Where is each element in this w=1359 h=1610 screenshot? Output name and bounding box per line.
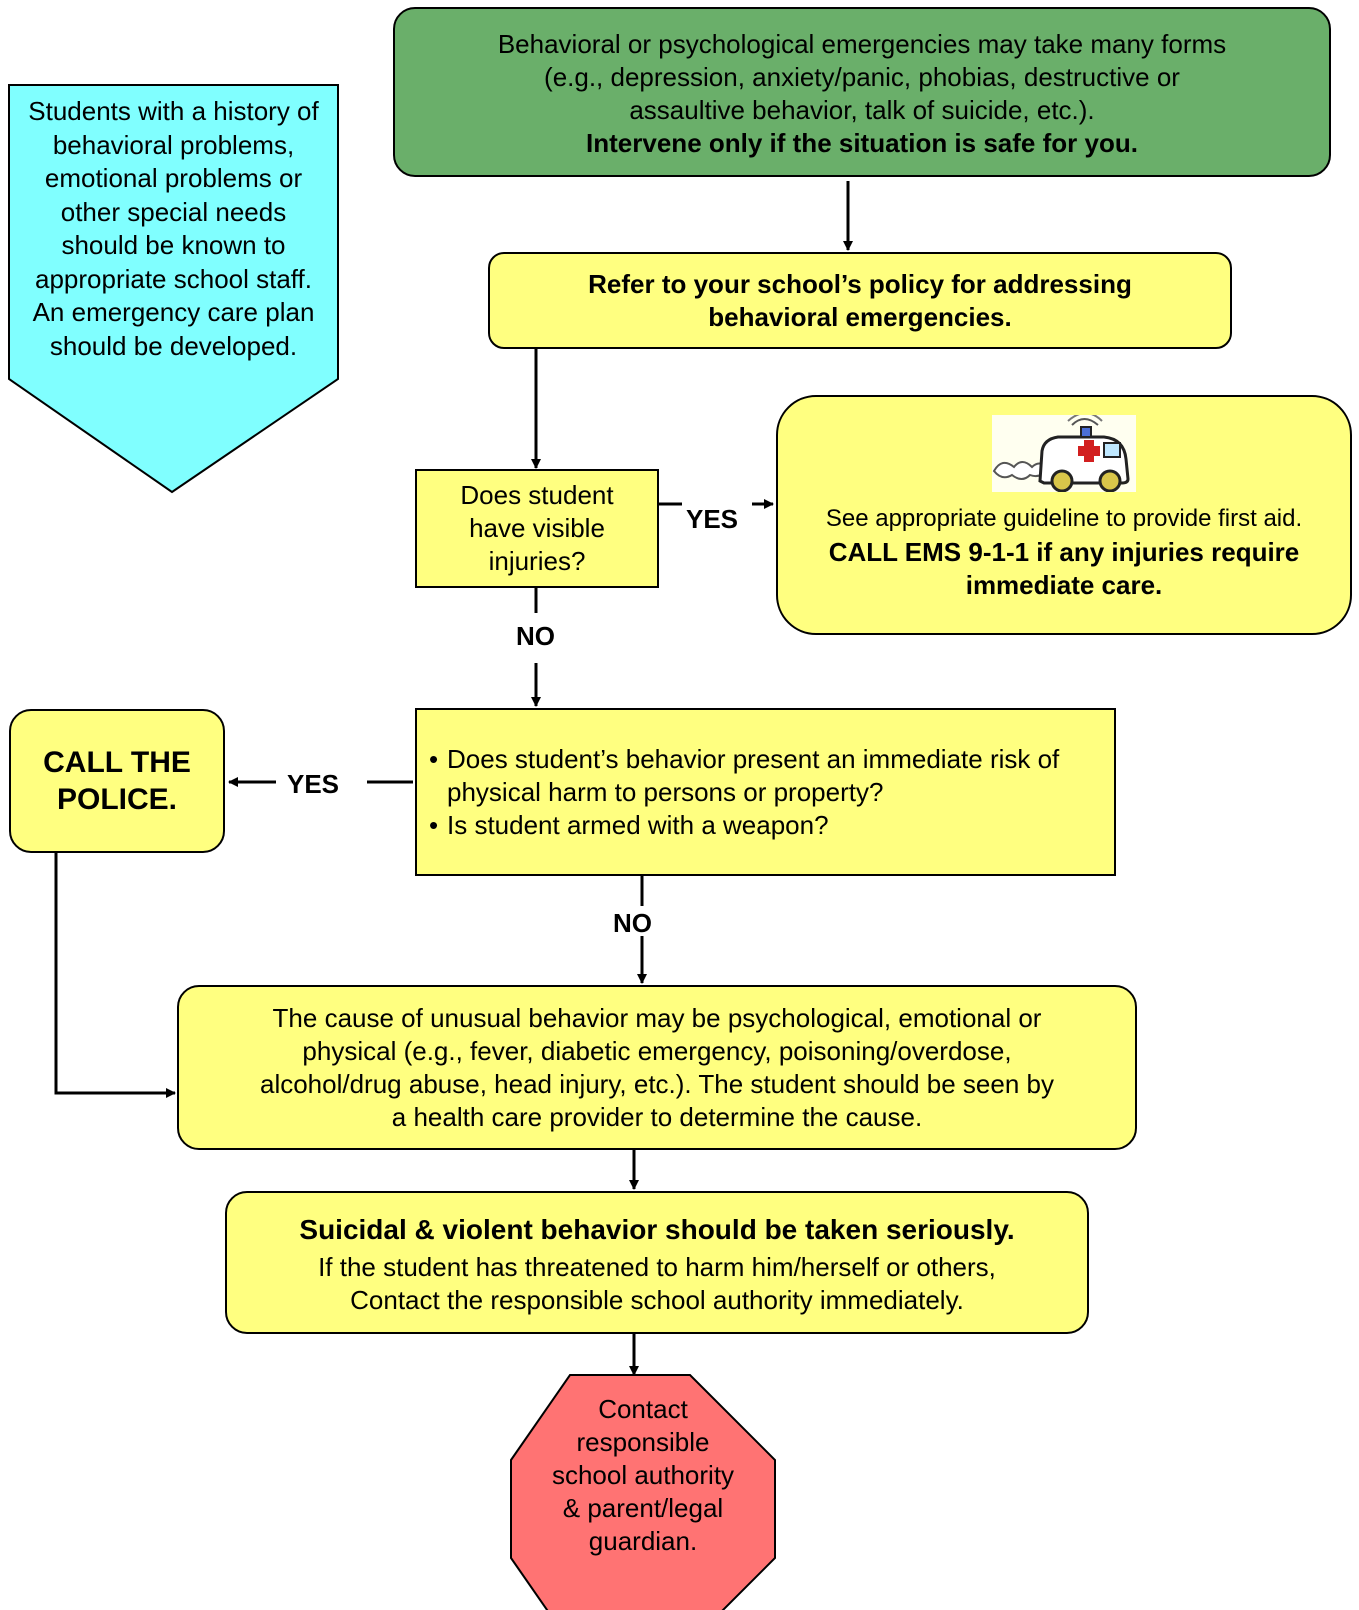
ambulance-icon xyxy=(992,412,1136,493)
injuries-question-line-2: have visible xyxy=(469,513,605,543)
risk-question-item-2: Is student armed with a weapon? xyxy=(427,809,1104,842)
yes-risk-label: YES xyxy=(287,769,340,799)
risk-question-list: Does student’s behavior present an immed… xyxy=(427,743,1104,842)
yes-injuries-label: YES xyxy=(686,504,739,534)
no-risk-label: NO xyxy=(613,908,652,938)
side-note-text: Students with a history of behavioral pr… xyxy=(28,96,319,361)
police-box: CALL THE POLICE. xyxy=(9,709,225,853)
serious-title: Suicidal & violent behavior should be ta… xyxy=(299,1213,1015,1245)
cause-line-1: The cause of unusual behavior may be psy… xyxy=(272,1002,1042,1033)
stop-sign-shape xyxy=(510,1374,776,1610)
first-aid-emphasis-2: immediate care. xyxy=(965,570,1163,600)
side-note: Students with a history of behavioral pr… xyxy=(22,95,325,363)
cause-line-4: a health care provider to determine the … xyxy=(391,1101,923,1132)
policy-line-2: behavioral emergencies. xyxy=(708,301,1012,332)
injuries-question-box: Does student have visible injuries? xyxy=(415,469,659,588)
cause-box: The cause of unusual behavior may be psy… xyxy=(177,985,1137,1150)
serious-box: Suicidal & violent behavior should be ta… xyxy=(225,1191,1089,1334)
start-line-2: (e.g., depression, anxiety/panic, phobia… xyxy=(544,62,1180,92)
police-line-1: CALL THE xyxy=(43,746,191,779)
first-aid-text: See appropriate guideline to provide fir… xyxy=(825,505,1303,532)
serious-line-1: If the student has threatened to harm hi… xyxy=(318,1251,996,1282)
start-emphasis: Intervene only if the situation is safe … xyxy=(586,128,1138,158)
start-line-1: Behavioral or psychological emergencies … xyxy=(497,29,1227,59)
final-line-5: guardian. xyxy=(588,1526,698,1556)
first-aid-box: See appropriate guideline to provide fir… xyxy=(776,395,1352,635)
arrow-police-to-cause xyxy=(54,852,176,1098)
risk-question-box: Does student’s behavior present an immed… xyxy=(415,708,1116,876)
final-line-4: & parent/legal xyxy=(562,1493,724,1523)
injuries-question-line-1: Does student xyxy=(460,480,614,510)
cause-line-2: physical (e.g., fever, diabetic emergenc… xyxy=(302,1035,1012,1066)
final-line-1: Contact xyxy=(598,1394,688,1424)
policy-box: Refer to your school’s policy for addres… xyxy=(488,252,1232,349)
side-note-shape xyxy=(8,84,339,494)
start-line-3: assaultive behavior, talk of suicide, et… xyxy=(629,95,1095,125)
serious-line-2: Contact the responsible school authority… xyxy=(350,1284,964,1315)
policy-line-1: Refer to your school’s policy for addres… xyxy=(588,268,1132,299)
final-step: Contact responsible school authority & p… xyxy=(511,1393,775,1558)
injuries-question-line-3: injuries? xyxy=(488,546,586,576)
risk-question-item-1: Does student’s behavior present an immed… xyxy=(427,743,1104,809)
final-line-2: responsible xyxy=(576,1427,710,1457)
police-line-2: POLICE. xyxy=(56,783,177,816)
first-aid-emphasis-1: CALL EMS 9-1-1 if any injuries require xyxy=(828,537,1300,567)
start-box: Behavioral or psychological emergencies … xyxy=(393,7,1331,177)
cause-line-3: alcohol/drug abuse, head injury, etc.). … xyxy=(259,1068,1054,1099)
no-injuries-label: NO xyxy=(516,621,555,651)
final-line-3: school authority xyxy=(551,1460,735,1490)
